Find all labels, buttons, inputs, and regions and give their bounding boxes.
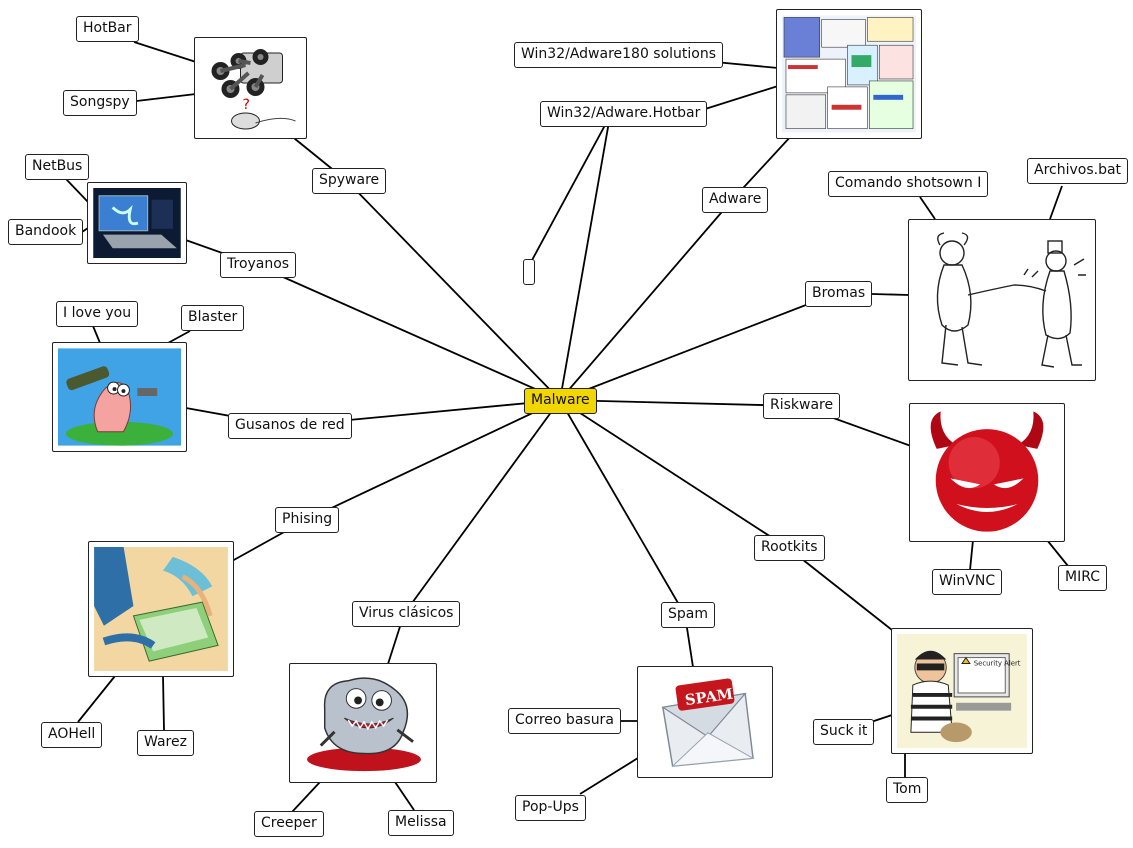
branch-spam[interactable]: Spam <box>661 602 715 628</box>
riskware-devil-illustration <box>930 411 1044 532</box>
troyanos-computer-illustration <box>93 188 181 258</box>
leaf-adware-hotbar[interactable]: Win32/Adware.Hotbar <box>540 101 708 127</box>
gusanos-image <box>52 342 187 452</box>
leaf-melissa[interactable]: Melissa <box>388 810 454 836</box>
leaf-suck-it[interactable]: Suck it <box>813 719 875 745</box>
branch-riskware[interactable]: Riskware <box>763 393 841 419</box>
leaf-creeper[interactable]: Creeper <box>254 811 324 837</box>
spam-label-text: SPAM <box>684 686 734 710</box>
branch-bromas[interactable]: Bromas <box>805 281 873 307</box>
leaf-empty-node[interactable] <box>523 259 535 285</box>
virus-monster-illustration <box>307 677 421 772</box>
branch-phising[interactable]: Phising <box>275 507 340 533</box>
leaf-i-love-you[interactable]: I love you <box>56 301 139 327</box>
central-node-malware[interactable]: Malware <box>524 388 597 414</box>
spam-envelope-illustration: SPAM <box>661 678 755 767</box>
troyanos-image <box>87 182 187 264</box>
leaf-hotbar[interactable]: HotBar <box>76 16 139 42</box>
bromas-clowns-illustration <box>936 232 1086 368</box>
rootkits-burglar-illustration: Security Alert <box>897 634 1027 748</box>
branch-rootkits[interactable]: Rootkits <box>754 535 825 561</box>
leaf-mirc[interactable]: MIRC <box>1058 565 1108 591</box>
branch-gusanos[interactable]: Gusanos de red <box>228 413 352 439</box>
leaf-correo-basura[interactable]: Correo basura <box>508 708 621 734</box>
leaf-aohell[interactable]: AOHell <box>41 722 103 748</box>
leaf-warez[interactable]: Warez <box>137 730 194 756</box>
leaf-songspy[interactable]: Songspy <box>63 90 137 116</box>
branch-adware[interactable]: Adware <box>702 187 769 213</box>
leaf-archivos-bat[interactable]: Archivos.bat <box>1027 158 1129 184</box>
svg-text:?: ? <box>243 97 250 113</box>
leaf-adware180[interactable]: Win32/Adware180 solutions <box>514 42 724 68</box>
adware-image <box>776 9 922 139</box>
branch-troyanos[interactable]: Troyanos <box>220 252 297 278</box>
leaf-winvnc[interactable]: WinVNC <box>932 569 1003 595</box>
spyware-image: ? <box>194 37 307 139</box>
gusanos-worm-illustration <box>58 348 181 446</box>
spyware-cameras-illustration: ? <box>211 49 296 130</box>
rootkits-image: Security Alert <box>891 628 1033 754</box>
leaf-pop-ups[interactable]: Pop-Ups <box>515 795 586 821</box>
leaf-tom[interactable]: Tom <box>886 777 929 803</box>
security-alert-text: Security Alert <box>974 659 1021 667</box>
phising-image <box>88 541 234 677</box>
branch-virus-clasicos[interactable]: Virus clásicos <box>352 601 461 627</box>
bromas-image <box>908 219 1096 381</box>
leaf-netbus[interactable]: NetBus <box>25 154 90 180</box>
leaf-blaster[interactable]: Blaster <box>181 305 245 331</box>
riskware-image <box>909 403 1065 542</box>
leaf-bandook[interactable]: Bandook <box>8 219 84 245</box>
leaf-comando-shotsown[interactable]: Comando shotsown I <box>828 171 989 197</box>
adware-popups-illustration <box>782 15 916 133</box>
virus-image <box>289 663 437 783</box>
phising-laptop-illustration <box>94 547 228 671</box>
branch-spyware[interactable]: Spyware <box>312 168 387 194</box>
spam-image: SPAM <box>637 666 773 778</box>
